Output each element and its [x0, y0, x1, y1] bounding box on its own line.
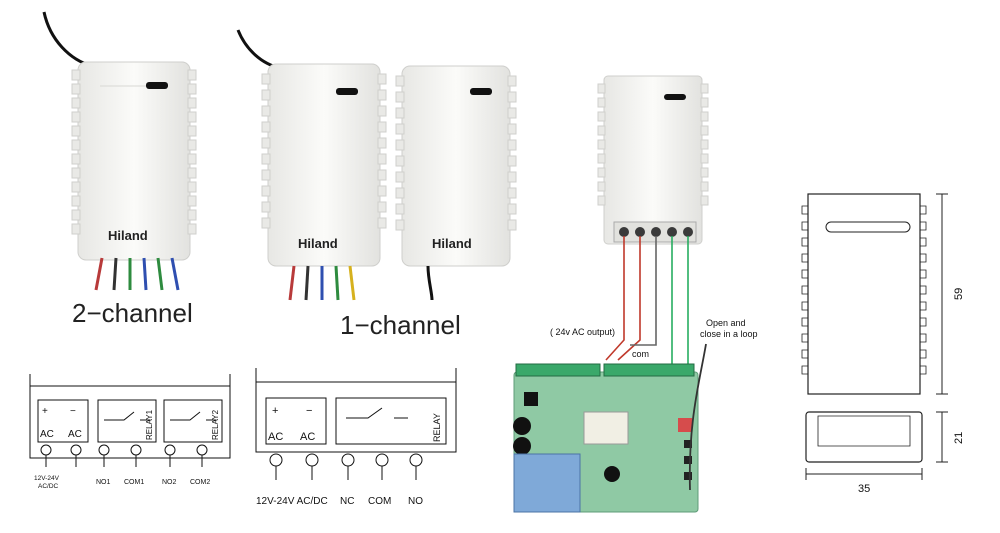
depth-dimension: 21	[953, 432, 965, 444]
capacitor	[513, 417, 531, 435]
schematic-frame	[255, 381, 457, 453]
brand-label: Hiland	[108, 228, 148, 243]
outline-ribs-right	[920, 205, 927, 375]
terminal-circles	[40, 444, 208, 456]
outline-side	[805, 411, 923, 463]
power-label: 12V-24V	[34, 475, 60, 482]
terminal-leads	[275, 466, 417, 480]
transformer	[513, 453, 581, 513]
com2-label: COM2	[190, 479, 210, 486]
plus-sign: +	[42, 406, 48, 417]
width-dimension: 35	[858, 483, 870, 495]
power-switch	[524, 392, 538, 406]
antenna-wire	[688, 343, 707, 491]
height-dimension: 59	[953, 288, 965, 300]
loop-label-2: close in a loop	[700, 329, 758, 339]
ac-input-box	[37, 399, 89, 443]
no1-label: NO1	[96, 479, 111, 486]
power-label-2: AC/DC	[38, 483, 59, 490]
brand-label: Hiland	[298, 236, 338, 251]
led-slot	[146, 82, 168, 89]
housing-ribs-right	[507, 75, 517, 231]
connection-wires	[605, 236, 689, 370]
relay-component	[583, 411, 629, 445]
housing-ribs-left	[71, 69, 81, 235]
plus-sign: +	[272, 405, 278, 417]
relay1-label: RELAY1	[145, 409, 154, 440]
led-slot	[664, 94, 686, 100]
outline-front	[807, 193, 921, 395]
output-label: ( 24v AC output)	[550, 327, 615, 337]
output-wires	[94, 257, 180, 291]
com-label: com	[632, 349, 649, 359]
schematic-one-channel	[255, 368, 457, 480]
housing-ribs-right	[187, 69, 197, 235]
output-wires	[288, 265, 356, 301]
housing-ribs-right	[700, 83, 709, 206]
schematic-one-channel-labels: + − AC AC RELAY 12V-24V AC/DC NC COM NO	[256, 405, 442, 507]
antenna-wire	[236, 29, 281, 70]
board-terminal-strip	[515, 363, 695, 377]
housing-ribs-left	[395, 75, 405, 231]
led-slot	[470, 88, 492, 95]
one-channel-receiver-b: Hiland 1−channel	[340, 65, 517, 340]
outline-led-slot	[825, 221, 911, 233]
relay-box	[335, 397, 447, 445]
two-channel-receiver: Hiland 2−channel	[42, 11, 197, 328]
ac-label: AC	[40, 429, 54, 440]
one-channel-receiver-a: Hiland	[236, 29, 387, 301]
receiver-housing	[603, 75, 703, 245]
relay2-box	[163, 399, 223, 443]
schematic-frame	[29, 385, 231, 459]
ac-label: AC	[300, 431, 315, 443]
led-slot	[336, 88, 358, 95]
relay1-box	[97, 399, 157, 443]
relay2-label: RELAY2	[211, 409, 220, 440]
outline-ribs-left	[801, 205, 808, 375]
schematic-two-channel	[29, 374, 231, 467]
receiver-housing	[267, 63, 381, 267]
ac-label: AC	[268, 431, 283, 443]
com-label: COM	[368, 496, 391, 507]
brand-label: Hiland	[432, 236, 472, 251]
relay-label: RELAY	[432, 413, 442, 442]
dip-switch	[678, 418, 692, 432]
housing-ribs-right	[377, 73, 387, 229]
relay-contacts	[104, 411, 216, 421]
fuse-component	[604, 466, 620, 482]
two-channel-label: 2−channel	[72, 298, 193, 328]
terminal-screws	[619, 227, 693, 237]
terminal-leads	[45, 455, 203, 467]
ac-input-box	[265, 397, 327, 445]
relay-contact	[346, 407, 408, 419]
housing-ribs-left	[597, 83, 606, 206]
one-channel-label: 1−channel	[340, 310, 461, 340]
terminal-circles	[269, 453, 423, 467]
capacitor	[513, 437, 531, 455]
outline-side-inner	[817, 415, 911, 447]
housing-ribs-left	[261, 73, 271, 229]
antenna-wire	[426, 265, 434, 301]
minus-sign: −	[70, 406, 76, 417]
power-label: 12V-24V AC/DC	[256, 496, 328, 507]
ac-label: AC	[68, 429, 82, 440]
com1-label: COM1	[124, 479, 144, 486]
board-buttons	[684, 440, 692, 480]
minus-sign: −	[306, 405, 312, 417]
schematic-two-channel-labels: + − AC AC RELAY1 RELAY2 12V-24V AC/DC NO…	[34, 406, 220, 490]
dimension-drawing: 59 21 35	[801, 193, 965, 495]
antenna-wire	[42, 11, 93, 68]
loop-label-1: Open and	[706, 318, 746, 328]
no2-label: NO2	[162, 479, 177, 486]
wiring-example: ( 24v AC output) com Open and close in a…	[513, 75, 758, 513]
nc-label: NC	[340, 496, 354, 507]
no-label: NO	[408, 496, 423, 507]
